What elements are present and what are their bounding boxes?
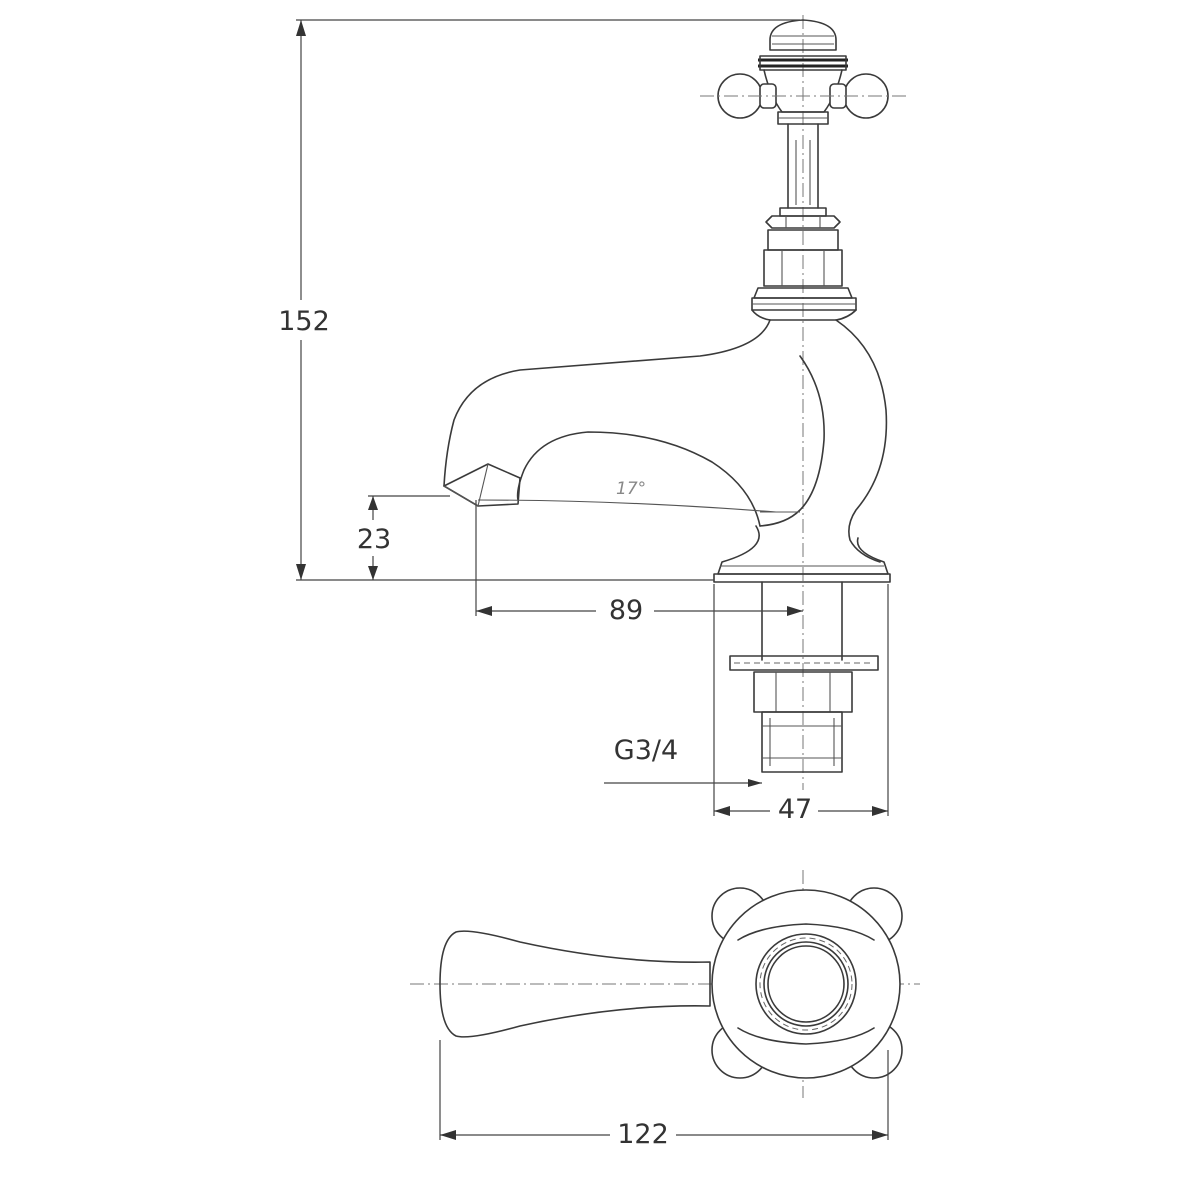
headwork-nut — [751, 229, 857, 321]
dimension-spout-height: 23 — [352, 495, 450, 580]
dimension-spout-projection: 89 — [475, 500, 803, 630]
base-width-label: 47 — [778, 794, 812, 825]
plan-view: 122 — [410, 870, 920, 1154]
spout-angle-indicator: 17° — [477, 479, 800, 513]
plan-spout — [439, 930, 711, 1038]
spout-projection-label: 89 — [609, 595, 643, 626]
tap-body-and-spout — [443, 319, 891, 583]
overall-height-label: 152 — [278, 306, 330, 337]
dimension-overall-length: 122 — [439, 1040, 889, 1154]
dimension-overall-height: 152 — [276, 19, 800, 581]
tail-thread — [729, 581, 879, 773]
crosshead-handle-balls — [700, 73, 910, 119]
side-elevation: 17° 152 — [276, 15, 910, 828]
dimension-base-width: 47 — [713, 584, 889, 828]
headwork-stem — [765, 123, 841, 229]
plan-hub-ring — [755, 933, 857, 1035]
crosshead-cap — [758, 19, 848, 125]
plan-hub-outer — [711, 889, 901, 1079]
spout-height-label: 23 — [357, 524, 391, 555]
thread-callout: G3/4 — [604, 735, 762, 787]
thread-label: G3/4 — [614, 735, 678, 766]
overall-length-label: 122 — [617, 1119, 669, 1150]
spout-angle-label: 17° — [616, 479, 646, 499]
